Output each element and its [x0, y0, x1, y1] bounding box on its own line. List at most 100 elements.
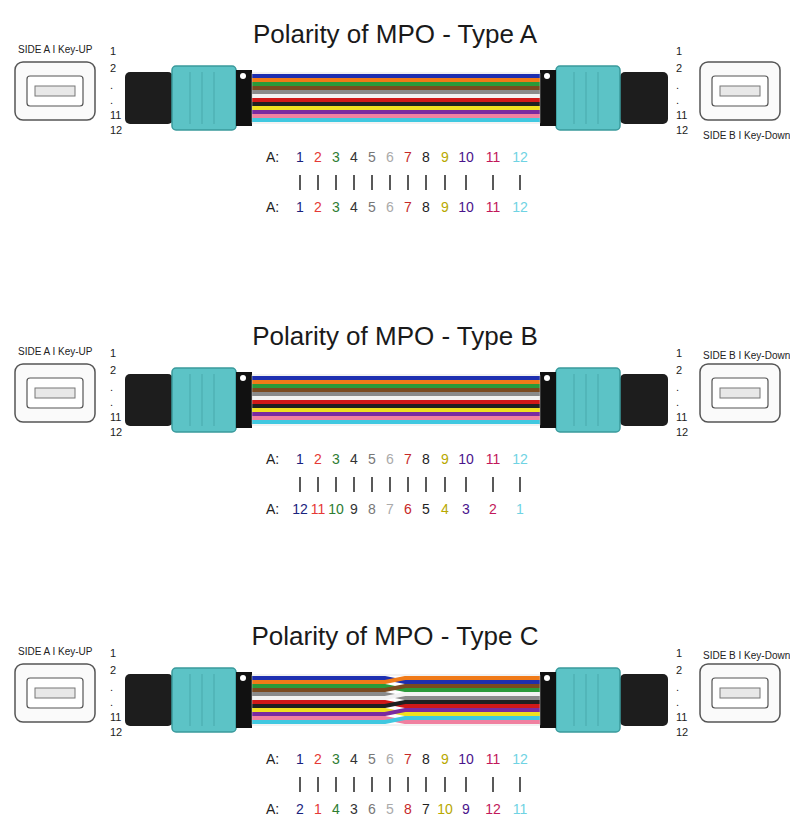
- fiber-map-bar: [371, 175, 373, 190]
- fiber: [252, 412, 540, 416]
- fiber-map-bar: [317, 175, 319, 190]
- fiber-number: 8: [422, 752, 430, 767]
- pin-number: 2: [676, 664, 682, 676]
- fiber: [252, 106, 540, 110]
- fiber-map-bar: [317, 777, 319, 792]
- port-slot: [720, 388, 760, 398]
- panel-title: Polarity of MPO - Type C: [251, 622, 538, 651]
- fiber: [252, 408, 540, 412]
- fiber-number: 1: [296, 752, 304, 767]
- fiber-number: 9: [350, 502, 358, 517]
- fiber: [252, 82, 540, 86]
- connector-ridge: [598, 674, 599, 726]
- port-opening: [27, 678, 83, 708]
- connector-body: [172, 66, 236, 130]
- side-label: SIDE A I Key-UP: [18, 44, 92, 55]
- pin-number: .: [676, 381, 679, 393]
- fiber-map-bar: [444, 477, 446, 492]
- key-dot: [544, 675, 550, 681]
- fiber-number: 5: [386, 802, 394, 817]
- fiber-map-bar: [317, 477, 319, 492]
- pin-number: .: [676, 696, 679, 708]
- connector-ferrule: [540, 672, 556, 728]
- fiber: [252, 694, 540, 698]
- row-label: A:: [266, 150, 279, 165]
- fiber-map-bar: [389, 477, 391, 492]
- fiber-number: 7: [404, 150, 412, 165]
- pin-number: 11: [110, 711, 121, 723]
- pin-number: 2: [110, 364, 116, 376]
- connector-ridge: [190, 674, 191, 726]
- side-label: SIDE B I Key-Down: [703, 650, 790, 661]
- fiber-number: 6: [386, 752, 394, 767]
- fiber-map-bar: [444, 777, 446, 792]
- fiber-map-bar: [335, 175, 337, 190]
- fiber-number: 1: [296, 150, 304, 165]
- fiber-number: 6: [386, 200, 394, 215]
- fiber-map-bar: [389, 175, 391, 190]
- fiber-number: 8: [404, 802, 412, 817]
- pin-number: .: [110, 381, 113, 393]
- fiber: [252, 678, 540, 682]
- fiber-number: 8: [422, 200, 430, 215]
- fiber-number: 5: [368, 452, 376, 467]
- pin-number: 12: [110, 426, 122, 438]
- fiber: [252, 90, 540, 94]
- pin-number: 12: [676, 124, 688, 136]
- fiber-number: 4: [332, 802, 340, 817]
- port-slot: [35, 688, 75, 698]
- connector-boot: [125, 374, 173, 426]
- fiber: [252, 702, 540, 706]
- fiber-number: 6: [386, 150, 394, 165]
- fiber: [252, 694, 540, 698]
- fiber: [252, 396, 540, 400]
- fiber-map-bar: [519, 477, 521, 492]
- pin-number: 2: [110, 62, 116, 74]
- fiber-number: 11: [311, 502, 326, 517]
- fiber-map-bar: [299, 477, 301, 492]
- panel-title: Polarity of MPO - Type A: [253, 20, 537, 49]
- fiber-map-bar: [407, 477, 409, 492]
- port-icon: [700, 664, 780, 722]
- connector-ridge: [214, 374, 215, 426]
- fiber-number: 2: [489, 502, 497, 517]
- port-icon: [15, 62, 95, 120]
- fiber-number: 3: [350, 802, 358, 817]
- port-slot: [35, 86, 75, 96]
- fiber-map-bar: [407, 777, 409, 792]
- fiber: [252, 102, 540, 106]
- fiber-map-bar: [353, 175, 355, 190]
- pin-number: 2: [676, 364, 682, 376]
- side-label: SIDE B I Key-Down: [703, 130, 790, 141]
- pin-number: 1: [676, 347, 682, 359]
- fiber-number: 1: [296, 200, 304, 215]
- connector-ridge: [598, 374, 599, 426]
- connector-ridge: [214, 72, 215, 124]
- fiber-number: 7: [404, 200, 412, 215]
- port-icon: [700, 62, 780, 120]
- pin-number: .: [110, 94, 113, 106]
- fiber-map-bar: [519, 777, 521, 792]
- fiber: [252, 376, 540, 380]
- fiber-number: 4: [441, 502, 449, 517]
- pin-number: .: [110, 681, 113, 693]
- fiber: [252, 114, 540, 118]
- key-dot: [240, 675, 246, 681]
- fiber: [252, 678, 540, 682]
- fiber-map-bar: [299, 777, 301, 792]
- connector-ridge: [598, 72, 599, 124]
- fiber-number: 3: [462, 502, 470, 517]
- fiber-number: 10: [437, 802, 453, 817]
- fiber-number: 4: [350, 200, 358, 215]
- connector-boot: [125, 674, 173, 726]
- pin-number: .: [676, 681, 679, 693]
- fiber: [252, 74, 540, 78]
- key-dot: [544, 375, 550, 381]
- fiber-number: 2: [314, 200, 322, 215]
- fiber-number: 5: [422, 502, 430, 517]
- connector-boot: [620, 374, 668, 426]
- fiber-number: 5: [368, 200, 376, 215]
- fiber-number: 9: [462, 802, 470, 817]
- connector-body: [556, 368, 620, 432]
- pin-number: 11: [676, 411, 687, 423]
